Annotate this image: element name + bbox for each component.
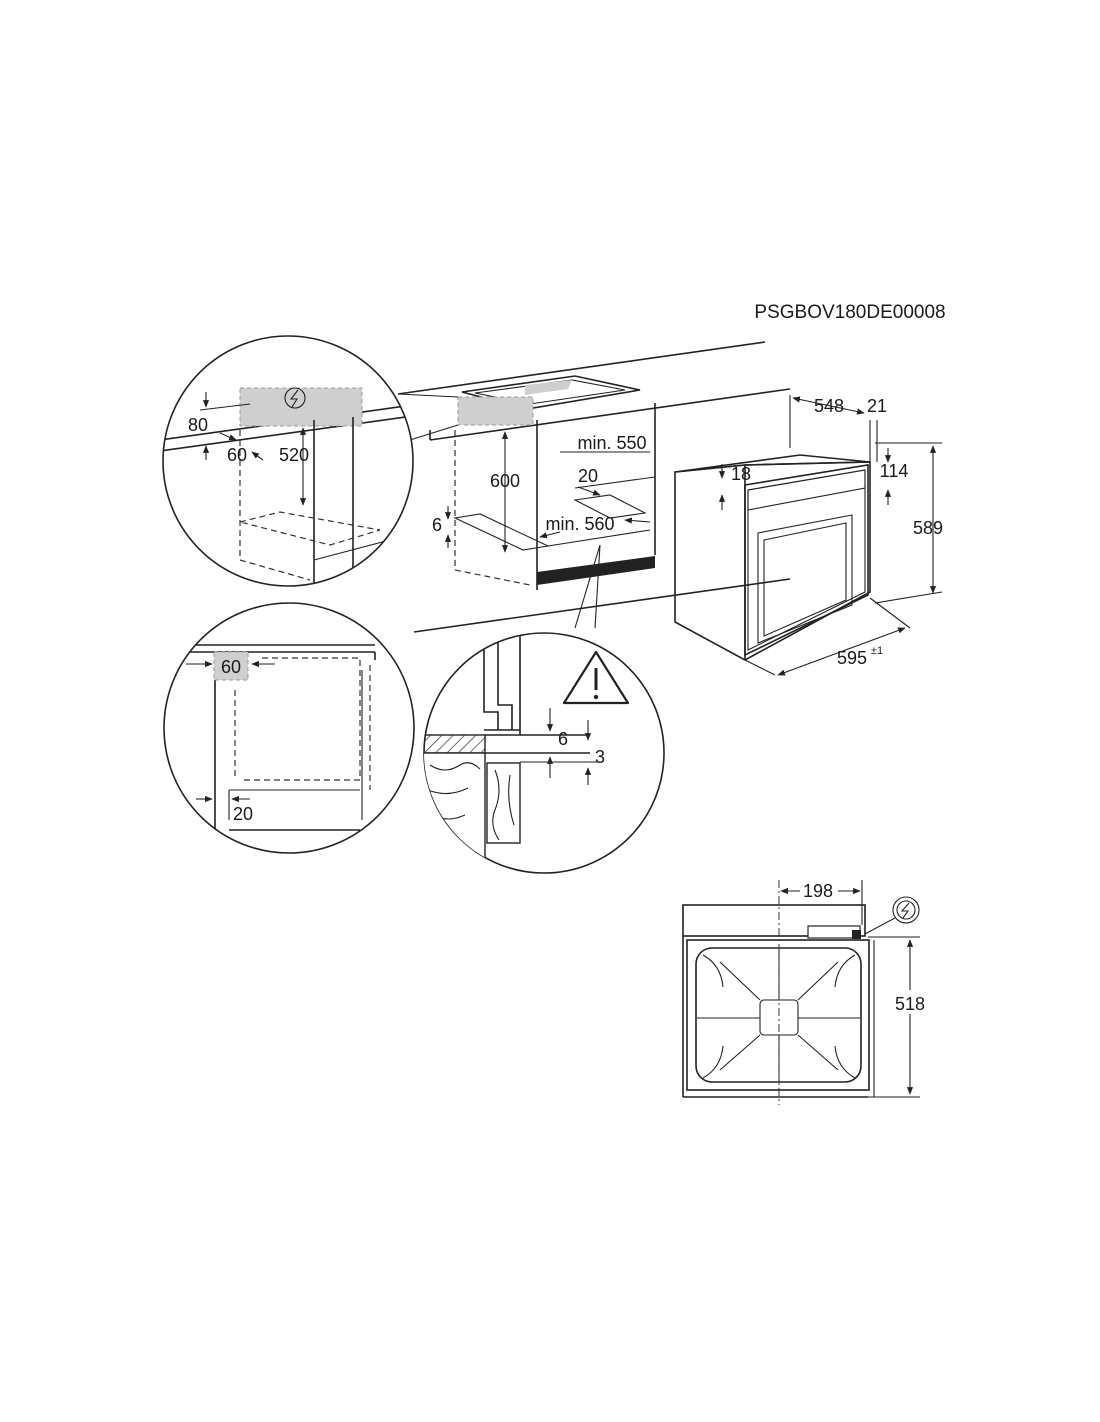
dim-600: 600 (490, 471, 520, 491)
lightning-icon (892, 896, 920, 924)
product-code: PSGBOV180DE00008 (754, 302, 945, 323)
dim-6-floor: 6 (558, 729, 568, 749)
dim-520: 520 (279, 445, 309, 465)
dim-min-550: min. 550 (577, 433, 646, 453)
dim-3-floor: 3 (595, 747, 605, 767)
dim-60-side: 60 (221, 657, 241, 677)
oven-back-view: 198 518 (682, 880, 928, 1105)
lightning-icon (284, 387, 306, 409)
warning-triangle-icon (562, 650, 630, 705)
dim-min-560: min. 560 (545, 514, 614, 534)
detail-side-gap: 60 20 (163, 602, 415, 854)
dim-518: 518 (895, 994, 925, 1014)
dim-6-niche: 6 (432, 515, 442, 535)
cabinet-niche: 600 min. 550 20 6 min. 560 (397, 341, 791, 633)
dim-114: 114 (880, 461, 909, 481)
gap-highlight (213, 651, 249, 681)
dim-595: 595 (837, 648, 867, 668)
detail-top-left: 80 60 520 (162, 335, 414, 587)
detail-floor-gap: 6 3 (423, 632, 665, 874)
dim-589: 589 (913, 518, 943, 538)
connection-box-detail (239, 387, 363, 427)
oven-3d: 548 21 18 114 589 595 ±1 (674, 395, 943, 676)
dim-18: 18 (731, 464, 751, 484)
dim-198: 198 (803, 881, 833, 901)
dim-548: 548 (814, 396, 844, 416)
dim-80: 80 (188, 415, 208, 435)
connection-box (457, 396, 534, 426)
dim-20-side: 20 (233, 804, 253, 824)
dim-60-top: 60 (227, 445, 247, 465)
dim-21: 21 (867, 396, 887, 416)
dim-20-niche: 20 (578, 466, 598, 486)
dim-595-tolerance: ±1 (871, 645, 883, 657)
